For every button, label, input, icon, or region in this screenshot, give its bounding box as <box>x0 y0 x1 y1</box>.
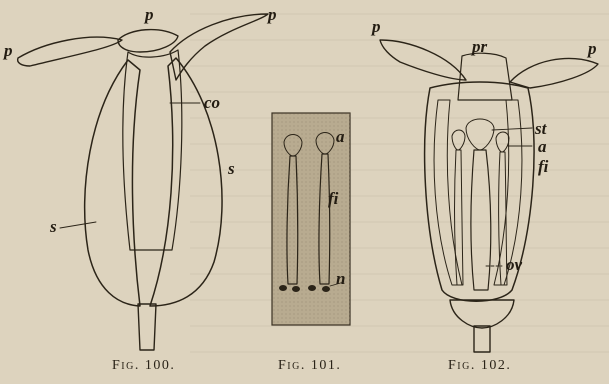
fig-102-anther-right <box>496 132 509 152</box>
fig-102-inner-wall-left <box>434 100 462 285</box>
fig-100-label-sepal-left: s <box>50 218 57 235</box>
fig-102-label-stigma: st <box>535 120 546 137</box>
fig-101-label-nectary: n <box>336 270 345 287</box>
fig-102-petal-left <box>380 40 466 80</box>
fig-102-petal-center <box>458 53 512 100</box>
fig-101-caption: Fig. 101. <box>278 358 341 374</box>
fig-100-label-corolla: co <box>204 94 220 111</box>
fig-102-label-petal-center: pr <box>472 38 487 55</box>
fig-102-label-anther: a <box>538 138 547 155</box>
fig-100-label-sepal-right: s <box>228 160 235 177</box>
fig-102-stigma <box>466 119 494 150</box>
bleed-through-lines <box>190 14 609 352</box>
fig-102-ovary <box>471 150 491 290</box>
fig-102-receptacle <box>450 300 514 328</box>
fig-100-label-petal-left: p <box>4 42 13 59</box>
fig-102-stalk <box>474 326 490 352</box>
fig-100-label-petal-center: p <box>145 6 154 23</box>
fig-102-label-petal-right: p <box>588 40 597 57</box>
fig-100-label-petal-right: p <box>268 6 277 23</box>
fig-100-petal-center <box>118 30 178 52</box>
fig-101-label-filament: fi <box>328 190 338 207</box>
fig-102-caption: Fig. 102. <box>448 358 511 374</box>
fig-100-caption: Fig. 100. <box>112 358 175 374</box>
fig-102-label-ovary: ov <box>506 256 522 273</box>
fig-102-label-filament: fi <box>538 158 548 175</box>
fig-102-petal-right <box>510 58 598 88</box>
fig-100-sepal-left <box>85 60 140 306</box>
fig-100-stalk <box>138 304 156 350</box>
fig-100-leaders <box>60 103 200 228</box>
fig-101-label-anther: a <box>336 128 345 145</box>
fig-102-anther-left <box>452 130 465 150</box>
fig-100-petal-left <box>18 37 122 66</box>
fig-102-label-petal-left: p <box>372 18 381 35</box>
